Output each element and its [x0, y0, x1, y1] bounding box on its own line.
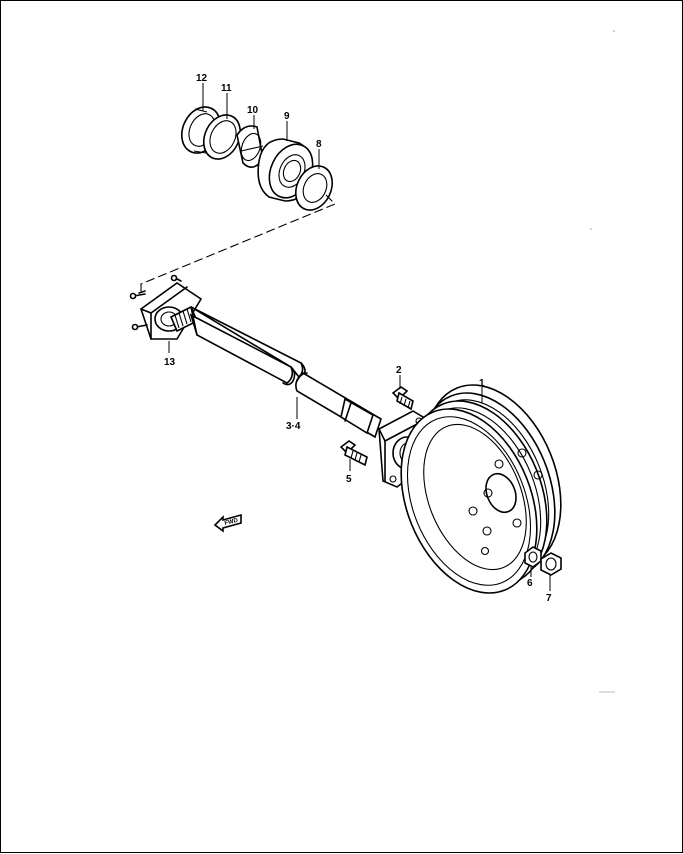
scan-marks: [590, 30, 615, 693]
callout-3-4: 3·4: [286, 421, 301, 432]
callout-10: 10: [247, 105, 259, 116]
part-9-bearing: [257, 138, 314, 202]
leader-lines: [168, 83, 551, 591]
callout-9: 9: [284, 111, 290, 122]
callout-6: 6: [527, 578, 533, 589]
callout-7: 7: [546, 593, 552, 604]
callout-5: 5: [346, 474, 352, 485]
part-3-4-axle-shaft: [169, 305, 382, 439]
part-11-retainer-ring: [202, 114, 242, 160]
group-connector-dashed: [140, 194, 336, 293]
callout-2: 2: [396, 365, 402, 376]
part-1-brake-drum: [400, 384, 562, 594]
forward-label: FWD: [224, 518, 239, 527]
part-2-bolt: [391, 386, 414, 411]
callout-13: 13: [164, 357, 176, 368]
part-7-nut: [540, 552, 562, 576]
part-5-bolt: [339, 440, 368, 467]
callout-12: 12: [196, 73, 208, 84]
callout-11: 11: [221, 83, 232, 94]
callout-8: 8: [316, 139, 322, 150]
callout-1: 1: [479, 378, 485, 389]
forward-arrow-icon: FWD: [213, 513, 242, 533]
part-8-oil-seal: [294, 165, 334, 211]
